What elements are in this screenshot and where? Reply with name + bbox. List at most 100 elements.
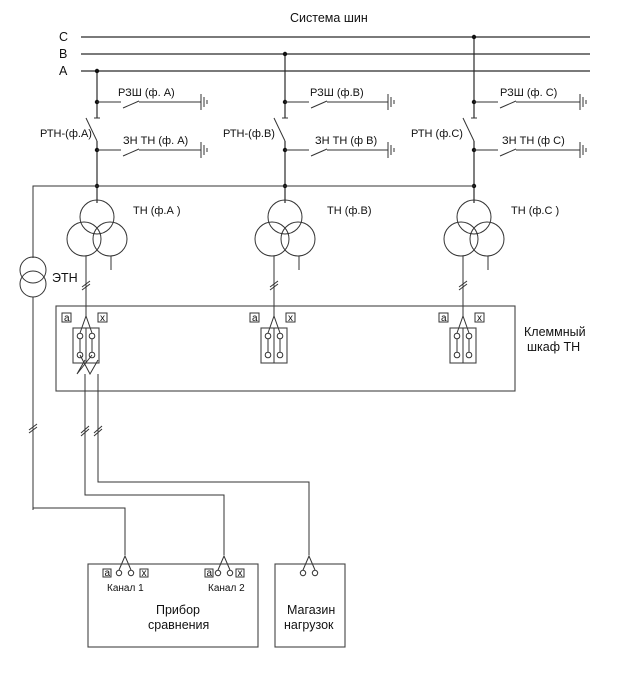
tn-tertiary-winding — [280, 221, 316, 257]
terminal-cabinet-label: Клеммный — [524, 325, 586, 339]
cable-mark — [269, 283, 279, 291]
terminal-x-label: x — [100, 313, 105, 324]
cable-mark — [93, 428, 103, 437]
junction-dot — [471, 34, 477, 40]
channel1-terminal-a-label: a — [105, 568, 111, 579]
zn-tn-switch-blade — [122, 148, 140, 157]
zn-tn-switch-blade — [310, 148, 328, 157]
channel2-label: Канал 2 — [208, 583, 245, 594]
terminal-pin — [465, 332, 473, 340]
etn-coil-top — [19, 256, 47, 284]
terminal-fork — [79, 314, 93, 334]
rtn-label: РТН (ф.С) — [411, 128, 463, 140]
cable-mark — [80, 428, 90, 437]
load-pin-1 — [299, 569, 307, 577]
tn-secondary-winding — [443, 221, 479, 257]
terminal-fork — [456, 314, 470, 334]
channel1-terminal-x-label: x — [142, 568, 147, 579]
channel1-label: Канал 1 — [107, 583, 144, 594]
cable-mark — [458, 283, 468, 291]
terminal-x-label: x — [477, 313, 482, 324]
channel1-pin-x — [127, 569, 135, 577]
terminal-x-label: x — [288, 313, 293, 324]
load-box-label: Магазин — [287, 603, 335, 617]
terminal-crossover — [76, 354, 93, 375]
channel2-terminal-x-label: x — [238, 568, 243, 579]
junction-dot — [282, 51, 288, 57]
cable-mark — [81, 283, 91, 291]
channel1-terminal-a — [102, 568, 112, 578]
rzsh-label: РЗШ (ф. А) — [118, 87, 175, 99]
terminal-cabinet-label: шкаф ТН — [527, 340, 580, 354]
cable-mark — [93, 425, 103, 434]
terminal-pin — [453, 351, 461, 359]
terminal-a-label: a — [441, 313, 447, 324]
phase-branch-c: РЗШ (ф. С)РТН (ф.С)ЗН ТН (ф С)ТН (ф.С ) — [411, 34, 587, 316]
zn-tn-label: ЗН ТН (ф. А) — [123, 135, 188, 147]
zn-tn-switch-blade — [499, 148, 517, 157]
comparator-device: a x Канал 1 a x Канал 2 Прибор сравнения — [87, 554, 259, 648]
tn-secondary-winding — [66, 221, 102, 257]
etn-coil-bottom — [19, 270, 47, 298]
comparator-label: Прибор — [156, 603, 200, 617]
terminal-pin — [465, 351, 473, 359]
busbar-system: C B A — [59, 30, 590, 78]
etn-branch: ЭТН — [19, 185, 475, 510]
terminal-a-label: a — [64, 313, 70, 324]
terminal-crossover — [79, 354, 99, 376]
zn-tn-label: ЗН ТН (ф В) — [315, 135, 377, 147]
load-box-label: нагрузок — [284, 618, 334, 632]
terminal-a-marker — [438, 312, 449, 323]
channel1-pin-a — [115, 569, 123, 577]
terminal-pin — [88, 332, 96, 340]
cable-channel2 — [84, 374, 225, 555]
terminal-pin — [264, 332, 272, 340]
cable-mark — [81, 280, 91, 288]
cable-mark — [80, 425, 90, 434]
load-fork — [302, 554, 316, 571]
channel2-fork — [217, 554, 231, 571]
rtn-disconnector-blade — [273, 117, 286, 142]
rtn-disconnector-blade — [85, 117, 98, 142]
terminal-x-marker — [285, 312, 296, 323]
terminal-a-label: a — [252, 313, 258, 324]
load-pin-2 — [311, 569, 319, 577]
terminal-a-marker — [61, 312, 72, 323]
tn-label: ТН (ф.А ) — [133, 205, 181, 217]
cable-mark — [269, 280, 279, 288]
etn-label: ЭТН — [52, 271, 78, 285]
channel2-pin-x — [226, 569, 234, 577]
bus-label-c: C — [59, 30, 68, 44]
comparator-label: сравнения — [148, 618, 209, 632]
tn-secondary-winding — [254, 221, 290, 257]
bus-label-b: B — [59, 47, 67, 61]
cable-etn-channel1 — [32, 297, 126, 555]
terminal-x-marker — [97, 312, 108, 323]
tn-tertiary-winding — [469, 221, 505, 257]
channel1-terminal-x — [139, 568, 149, 578]
load-box — [274, 563, 346, 648]
cable-load — [97, 374, 310, 555]
tn-label: ТН (ф.С ) — [511, 205, 559, 217]
tn-primary-winding — [267, 199, 303, 235]
terminal-pin — [76, 332, 84, 340]
rtn-disconnector-blade — [462, 117, 475, 142]
cable-mark — [458, 280, 468, 288]
rzsh-label: РЗШ (ф.В) — [310, 87, 364, 99]
etn-supply-line — [32, 185, 475, 258]
tn-label: ТН (ф.В) — [327, 205, 372, 217]
rzsh-switch-blade — [122, 100, 140, 109]
tn-primary-winding — [456, 199, 492, 235]
channel2-terminal-x — [235, 568, 245, 578]
terminal-cabinet: Клеммный шкаф ТН — [55, 305, 586, 392]
tn-tertiary-winding — [92, 221, 128, 257]
channel2-terminal-a — [204, 568, 214, 578]
channel1-fork — [118, 554, 132, 571]
terminal-pin — [453, 332, 461, 340]
channel2-pin-a — [214, 569, 222, 577]
rzsh-label: РЗШ (ф. С) — [500, 87, 557, 99]
